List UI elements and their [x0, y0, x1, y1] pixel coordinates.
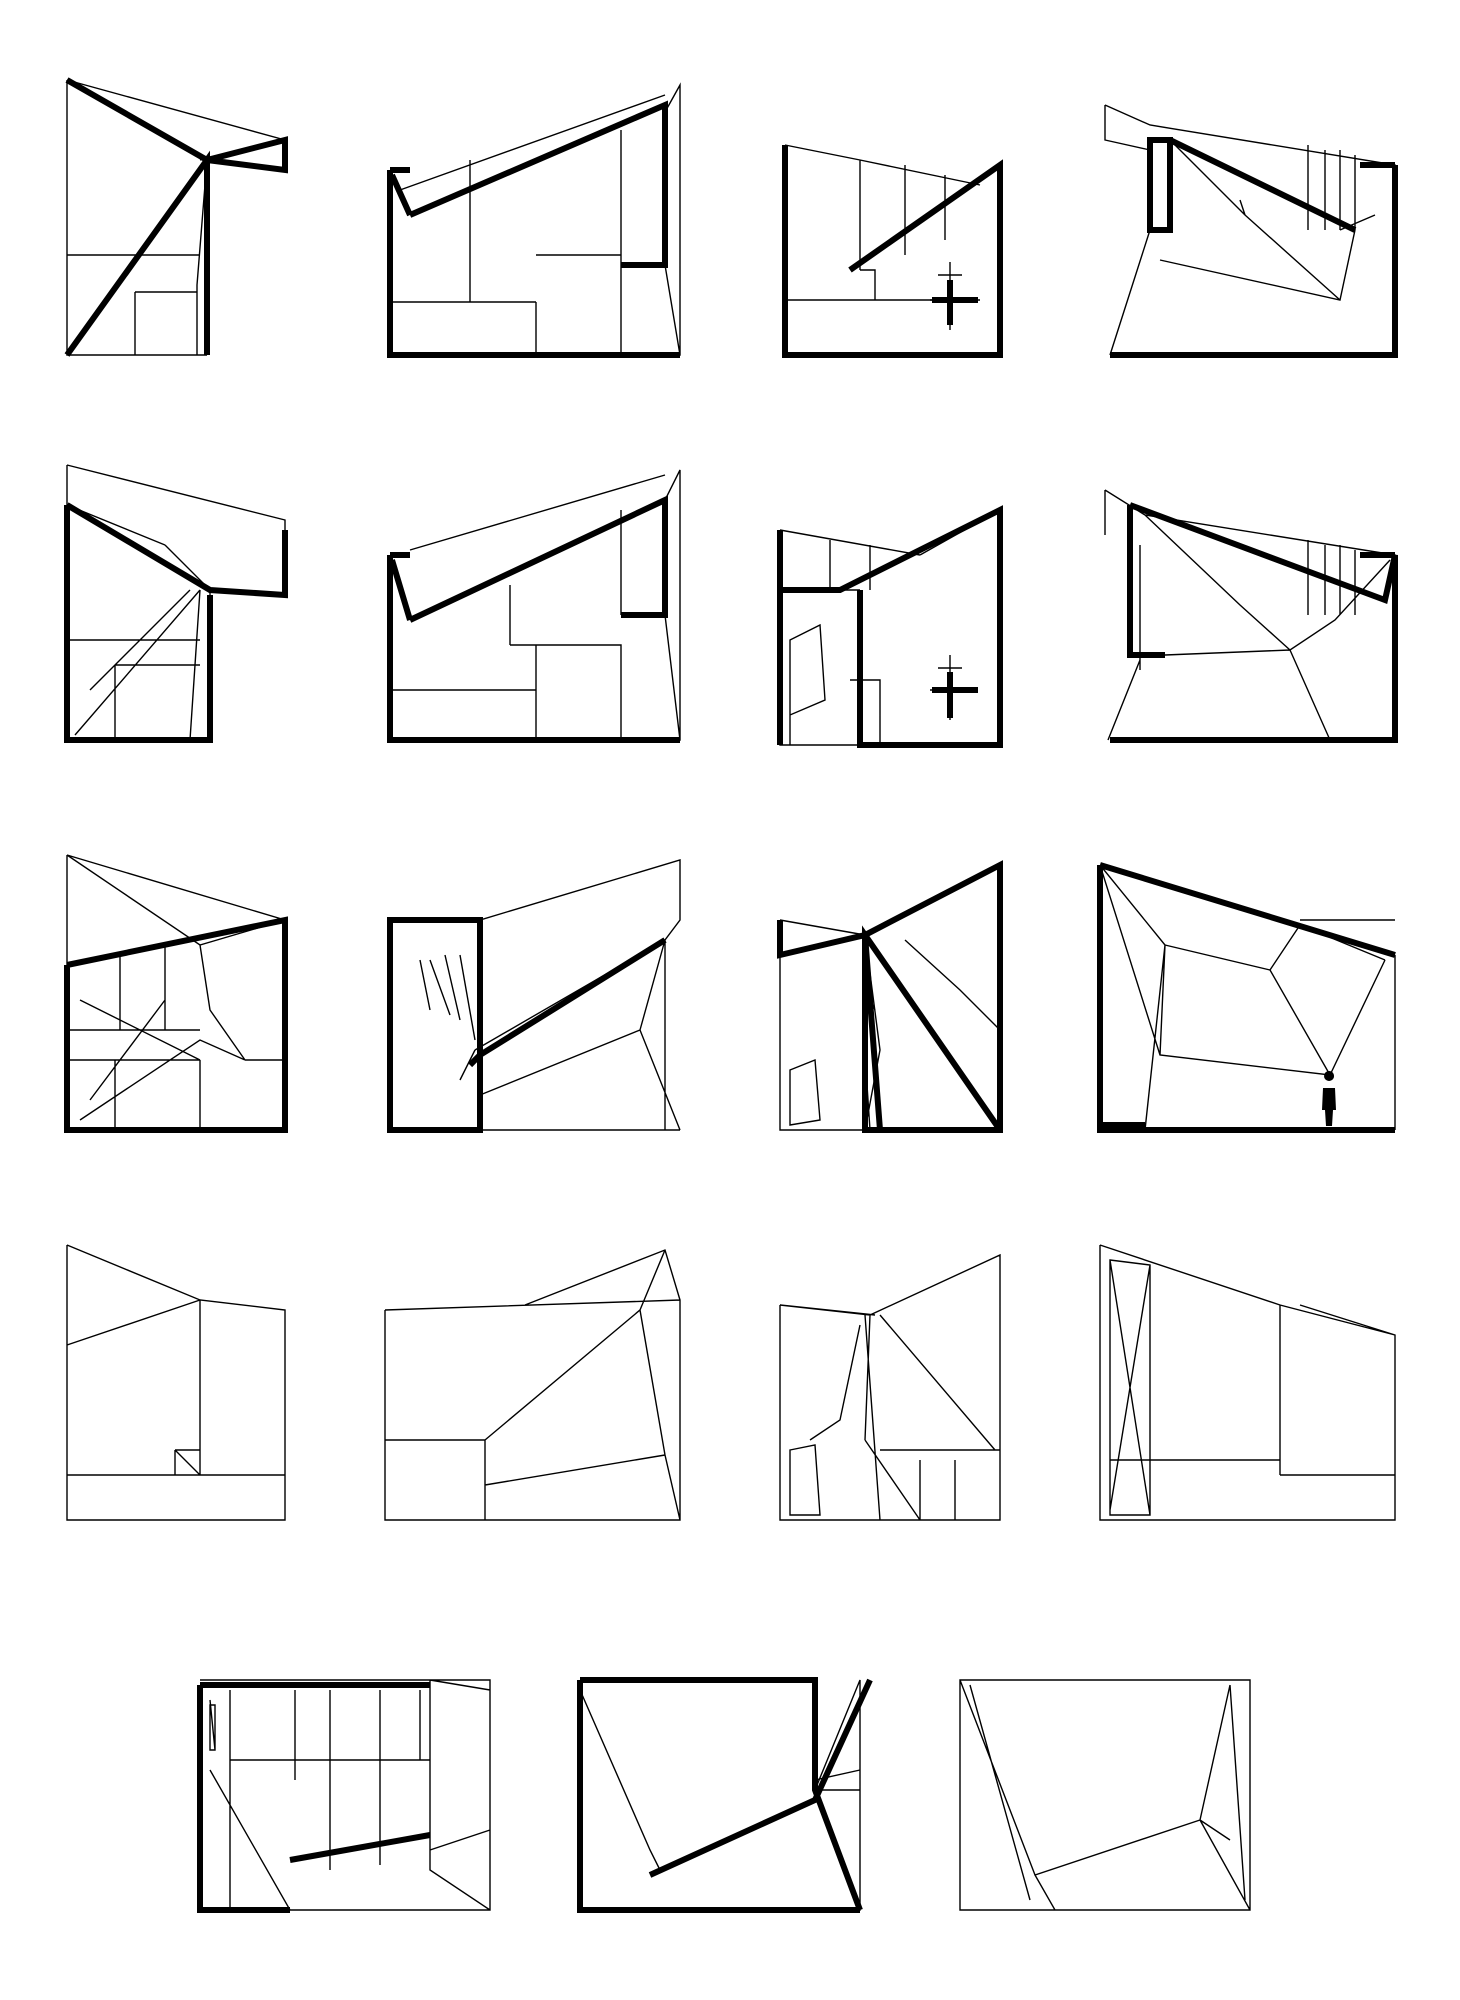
- human-figure-icon: [1322, 1071, 1336, 1126]
- section-view-2-1: [64, 464, 288, 743]
- elevation-view-4-2: [384, 1249, 681, 1521]
- section-view-5-3: [959, 1679, 1251, 1911]
- section-view-3-4: [1097, 862, 1396, 1133]
- section-view-2-3: [777, 505, 1003, 748]
- section-view-5-2: [577, 1677, 873, 1913]
- section-view-3-2: [387, 859, 681, 1133]
- section-view-1-4: [1104, 104, 1398, 358]
- elevation-view-4-1: [66, 1244, 286, 1521]
- section-view-1-1: [64, 77, 288, 357]
- section-view-3-1: [64, 854, 288, 1133]
- section-view-1-2: [387, 82, 681, 358]
- section-view-5-1: [197, 1679, 491, 1913]
- section-view-2-4: [1104, 489, 1398, 743]
- section-view-3-3: [777, 860, 1003, 1133]
- section-view-2-2: [387, 469, 681, 743]
- elevation-view-4-4: [1099, 1244, 1396, 1521]
- section-view-1-3: [782, 144, 1003, 358]
- elevation-view-4-3: [779, 1253, 1001, 1521]
